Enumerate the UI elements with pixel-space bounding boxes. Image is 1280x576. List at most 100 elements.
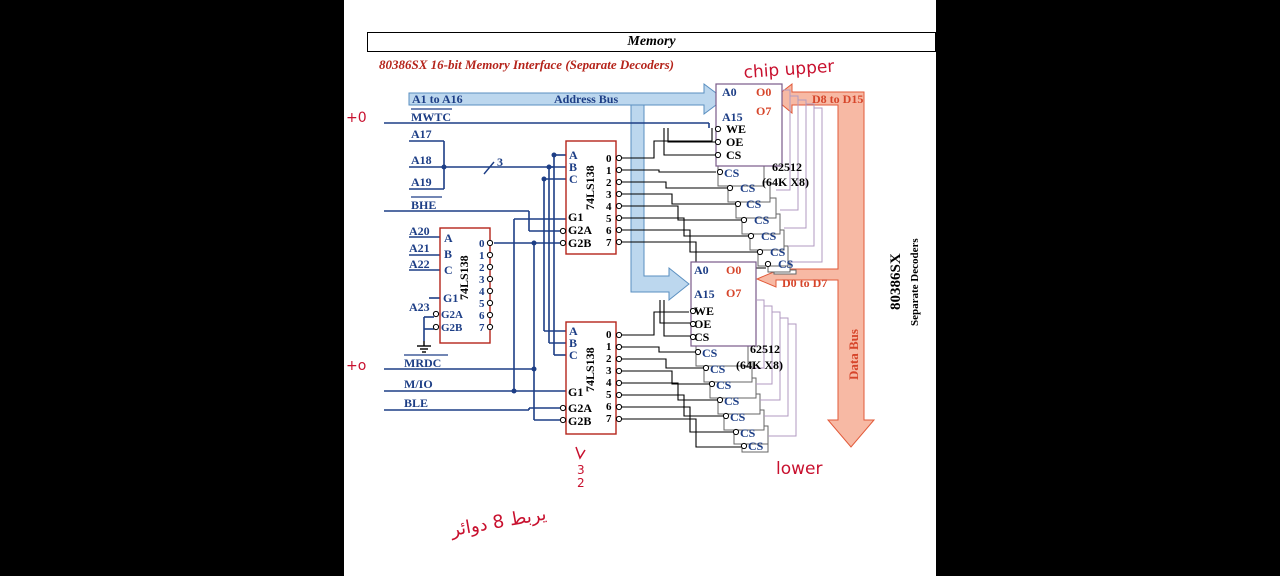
input-wires <box>384 122 710 421</box>
upper-chip-we: WE <box>726 122 746 136</box>
upper-chip-out-top: O0 <box>756 85 771 99</box>
lower-cs-4: CS <box>724 394 740 408</box>
mio-label: M/IO <box>404 377 433 391</box>
a22-label: A22 <box>409 257 430 271</box>
decoder-output-4: 4 <box>479 286 485 298</box>
chip-select-wires <box>622 128 766 448</box>
upper-chip-size: (64K X8) <box>762 175 809 189</box>
upper-cs-7: CS <box>778 257 794 271</box>
decoder-input-c: C <box>569 348 578 362</box>
decoder-output-3: 3 <box>479 274 485 286</box>
decoder-lower-bank: A B C G1 G2A G2B 74LS138 0 1 2 3 4 5 6 7 <box>559 321 623 435</box>
decoder-enable-g2b: G2B <box>568 414 591 428</box>
decoder-output-0: 0 <box>479 238 485 250</box>
handwritten-number-2: 2 <box>577 476 585 490</box>
mrdc-label: MRDC <box>404 356 441 370</box>
lower-chip-addr-top: A0 <box>694 263 709 277</box>
decoder-enable-g1: G1 <box>443 291 458 305</box>
decoder-enable-g1: G1 <box>568 385 583 399</box>
ble-label: BLE <box>404 396 428 410</box>
upper-chip-cs: CS <box>726 148 742 162</box>
lower-chip-size: (64K X8) <box>736 358 783 372</box>
page-title: Memory <box>627 34 676 49</box>
decoder-output-7: 7 <box>606 413 612 425</box>
upper-cs-2: CS <box>740 181 756 195</box>
handwritten-arabic-note: يربط 8 دوائر <box>448 503 548 541</box>
handwritten-chip-upper: chip upper <box>743 57 835 83</box>
wire-junctions <box>441 152 557 394</box>
upper-memory-chip-stack: A0 A15 O0 O7 WE OE CS 62512 (64K X8) CS … <box>714 83 823 275</box>
decoder-output-4: 4 <box>606 201 612 213</box>
memory-interface-diagram: A1 to A16 Address Bus D8 to D15 D0 to D7… <box>346 57 921 541</box>
a17-label: A17 <box>411 127 432 141</box>
upper-chip-addr-top: A0 <box>722 85 737 99</box>
lower-cs-1: CS <box>702 346 718 360</box>
upper-cs-6: CS <box>770 245 786 259</box>
lower-chip-oe: OE <box>694 317 711 331</box>
decoder-output-7: 7 <box>606 237 612 249</box>
decoder-input-b: B <box>569 160 577 174</box>
upper-chip-addr-bottom: A15 <box>722 110 743 124</box>
lower-memory-chip-stack: A0 A15 O0 O7 WE OE CS 62512 (64K X8) CS … <box>689 261 797 453</box>
bus-slash <box>483 161 495 175</box>
address-bus-label: Address Bus <box>554 92 618 106</box>
decoder-output-1: 1 <box>606 341 612 353</box>
decoder-output-3: 3 <box>606 365 612 377</box>
lower-chip-addr-bottom: A15 <box>694 287 715 301</box>
a23-label: A23 <box>409 300 430 314</box>
decoder-part-label: 74LS138 <box>583 347 597 392</box>
decoder-output-0: 0 <box>606 329 612 341</box>
bhe-label: BHE <box>411 198 436 212</box>
decoder-output-0: 0 <box>606 153 612 165</box>
upper-chip-out-bottom: O7 <box>756 104 771 118</box>
address-lines-label: A1 to A16 <box>412 92 463 106</box>
decoder-output-5: 5 <box>606 389 612 401</box>
handwritten-lower: lower <box>776 459 822 479</box>
handwritten-number-3: 3 <box>577 463 585 477</box>
decoder-output-5: 5 <box>479 298 485 310</box>
lower-chip-we: WE <box>694 304 714 318</box>
decoder-output-5: 5 <box>606 213 612 225</box>
decoder-output-2: 2 <box>606 177 612 189</box>
mwtc-label: MWTC <box>411 110 451 124</box>
upper-chip-oe: OE <box>726 135 743 149</box>
lower-cs-6: CS <box>740 426 756 440</box>
decoder-part-label: 74LS138 <box>457 255 471 300</box>
bus-width-label: 3 <box>497 155 503 169</box>
decoder-input-b: B <box>444 247 452 261</box>
decoder-output-2: 2 <box>479 262 485 274</box>
upper-data-bus-label: D8 to D15 <box>812 92 863 106</box>
decoder-output-6: 6 <box>606 225 612 237</box>
upper-cs-4: CS <box>754 213 770 227</box>
upper-chip-part: 62512 <box>772 160 802 174</box>
lower-chip-cs: CS <box>694 330 710 344</box>
decoder-output-4: 4 <box>606 377 612 389</box>
decoder-input-a: A <box>444 231 453 245</box>
decoder-output-2: 2 <box>606 353 612 365</box>
decoder-input-c: C <box>569 172 578 186</box>
decoder-part-label: 74LS138 <box>583 165 597 210</box>
decoder-output-1: 1 <box>479 250 485 262</box>
diagram-subtitle: 80386SX 16-bit Memory Interface (Separat… <box>379 57 674 72</box>
decoder-upper-bank: A B C G1 G2A G2B 74LS138 0 1 2 3 4 5 6 7 <box>559 140 623 255</box>
decoder-enable-g2a: G2A <box>568 401 592 415</box>
decoder-enable-g2a: G2A <box>441 309 463 321</box>
data-bus-label: Data Bus <box>846 329 861 380</box>
lower-data-bus-label: D0 to D7 <box>782 276 827 290</box>
a19-label: A19 <box>411 175 432 189</box>
address-bus-arrow <box>408 83 725 302</box>
upper-cs-5: CS <box>761 229 777 243</box>
decoder-output-1: 1 <box>606 165 612 177</box>
decoder-input-a: A <box>569 324 578 338</box>
decoder-a20-a23: A B C G1 G2A G2B 74LS138 0 1 2 3 4 5 6 7 <box>432 227 494 344</box>
decoder-output-3: 3 <box>606 189 612 201</box>
decoder-output-6: 6 <box>606 401 612 413</box>
ground-symbol <box>417 341 431 353</box>
decoder-input-c: C <box>444 263 453 277</box>
lower-cs-7: CS <box>748 439 764 453</box>
active-low-overbars <box>404 108 452 356</box>
decoder-enable-g2b: G2B <box>441 322 463 334</box>
decoder-enable-g2a: G2A <box>568 223 592 237</box>
a18-label: A18 <box>411 153 432 167</box>
decoder-input-b: B <box>569 336 577 350</box>
